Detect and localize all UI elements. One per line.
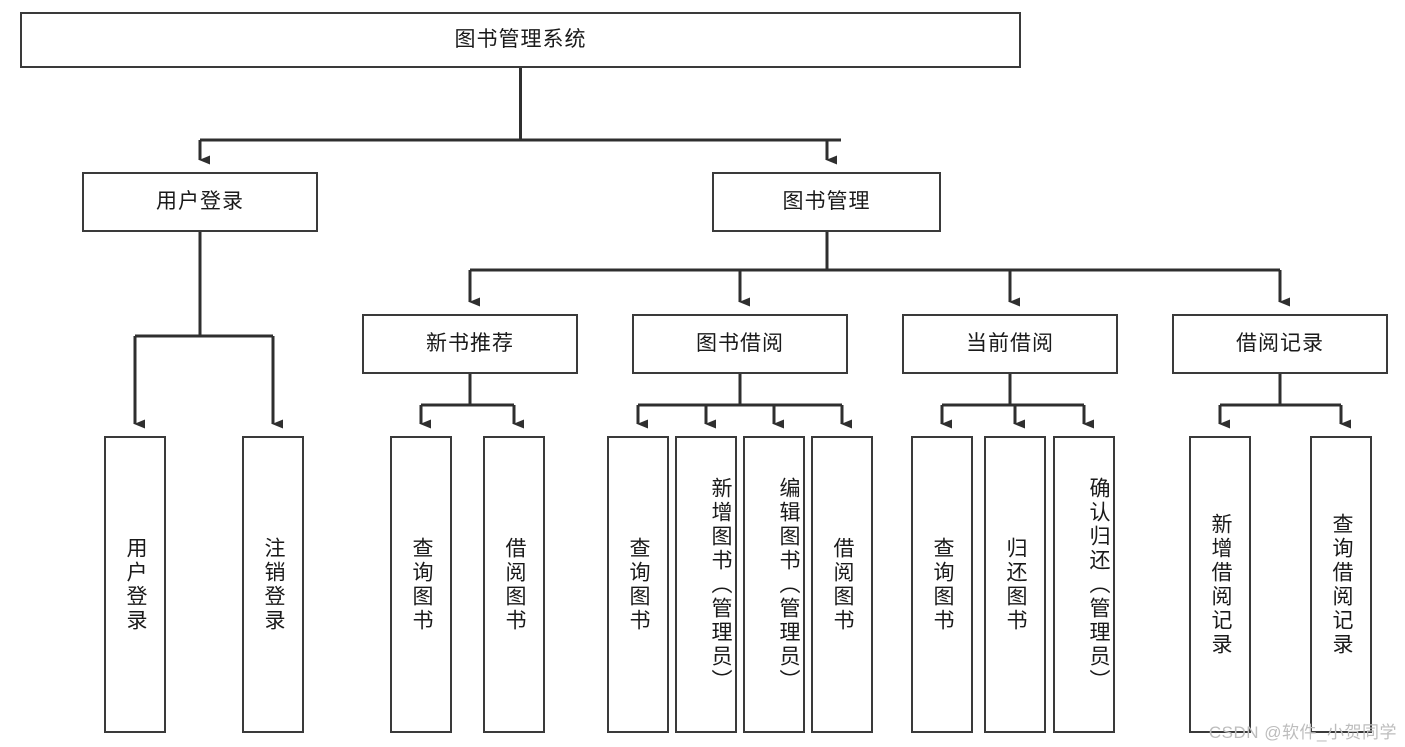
node-borrow-record[interactable]: 借阅记录 [1172,314,1388,374]
node-leaf-logout[interactable]: 注销登录 [242,436,304,733]
node-leaf-borrow-book-2-label: 借阅图书 [831,536,854,633]
node-root[interactable]: 图书管理系统 [20,12,1021,68]
node-leaf-edit-book-label: 编辑图书（管理员） [777,476,800,693]
node-leaf-borrow-book-1-label: 借阅图书 [503,536,526,633]
node-leaf-query-book-1[interactable]: 查询图书 [390,436,452,733]
node-new-book-rec[interactable]: 新书推荐 [362,314,578,374]
node-leaf-query-record-label: 查询借阅记录 [1330,512,1353,657]
node-current-borrow[interactable]: 当前借阅 [902,314,1118,374]
node-leaf-borrow-book-2[interactable]: 借阅图书 [811,436,873,733]
node-user-login[interactable]: 用户登录 [82,172,318,232]
node-user-login-label: 用户登录 [156,190,244,214]
node-root-label: 图书管理系统 [454,28,587,52]
node-leaf-user-login[interactable]: 用户登录 [104,436,166,733]
node-leaf-query-book-1-label: 查询图书 [410,536,433,633]
node-leaf-add-record-label: 新增借阅记录 [1209,512,1232,657]
node-book-borrow-label: 图书借阅 [696,332,784,356]
node-leaf-return-book-label: 归还图书 [1004,536,1027,633]
node-leaf-query-book-2[interactable]: 查询图书 [607,436,669,733]
node-leaf-confirm-return-label: 确认归还（管理员） [1087,476,1110,693]
node-borrow-record-label: 借阅记录 [1236,332,1324,356]
csdn-watermark: CSDN @软件_小贺同学 [1208,723,1397,742]
node-new-book-rec-label: 新书推荐 [426,332,514,356]
node-leaf-user-login-label: 用户登录 [124,536,147,633]
node-leaf-add-book[interactable]: 新增图书（管理员） [675,436,737,733]
node-leaf-logout-label: 注销登录 [262,536,285,633]
node-leaf-edit-book[interactable]: 编辑图书（管理员） [743,436,805,733]
node-leaf-query-record[interactable]: 查询借阅记录 [1310,436,1372,733]
node-leaf-add-book-label: 新增图书（管理员） [709,476,732,693]
node-book-borrow[interactable]: 图书借阅 [632,314,848,374]
node-book-manage-label: 图书管理 [782,190,871,214]
node-leaf-query-book-2-label: 查询图书 [627,536,650,633]
node-leaf-confirm-return[interactable]: 确认归还（管理员） [1053,436,1115,733]
node-book-manage[interactable]: 图书管理 [712,172,941,232]
node-current-borrow-label: 当前借阅 [966,332,1054,356]
node-leaf-return-book[interactable]: 归还图书 [984,436,1046,733]
node-leaf-borrow-book-1[interactable]: 借阅图书 [483,436,545,733]
node-leaf-add-record[interactable]: 新增借阅记录 [1189,436,1251,733]
node-leaf-query-book-3[interactable]: 查询图书 [911,436,973,733]
node-leaf-query-book-3-label: 查询图书 [931,536,954,633]
